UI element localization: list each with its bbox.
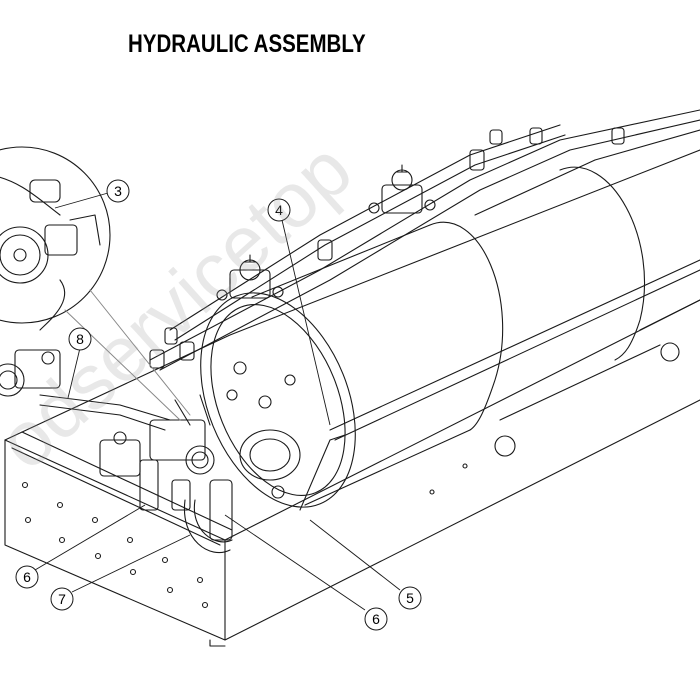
- top-valve-2: [368, 164, 436, 214]
- detail-magnifier: [0, 146, 191, 421]
- callout-5-label: 5: [406, 590, 414, 606]
- tank-front: [200, 222, 504, 508]
- callout-4: 4: [267, 198, 291, 222]
- callout-3: 3: [106, 179, 130, 203]
- page-title: HYDRAULIC ASSEMBLY: [128, 30, 366, 58]
- leader-7: [71, 534, 191, 593]
- tank-rear: [474, 129, 700, 421]
- callout-6b-label: 6: [372, 611, 380, 627]
- callout-6a-label: 6: [23, 569, 31, 585]
- callout-7: 7: [50, 587, 74, 611]
- leader-6b: [224, 514, 366, 611]
- leader-8: [67, 347, 81, 399]
- callout-5: 5: [398, 586, 422, 610]
- leader-6a: [34, 504, 146, 571]
- leader-4: [281, 219, 331, 426]
- leader-5: [309, 519, 401, 591]
- callout-8-label: 8: [76, 331, 84, 347]
- callout-8: 8: [68, 327, 92, 351]
- callout-6b: 6: [364, 607, 388, 631]
- callout-4-label: 4: [275, 202, 283, 218]
- top-fittings: [149, 127, 625, 369]
- callout-3-label: 3: [114, 183, 122, 199]
- left-valve: [0, 349, 61, 397]
- callout-7-label: 7: [58, 591, 66, 607]
- callout-6a: 6: [15, 565, 39, 589]
- leader-3: [54, 192, 109, 209]
- top-valve-1: [216, 254, 284, 301]
- front-manifold: [99, 394, 233, 541]
- hose-lines: [39, 109, 700, 554]
